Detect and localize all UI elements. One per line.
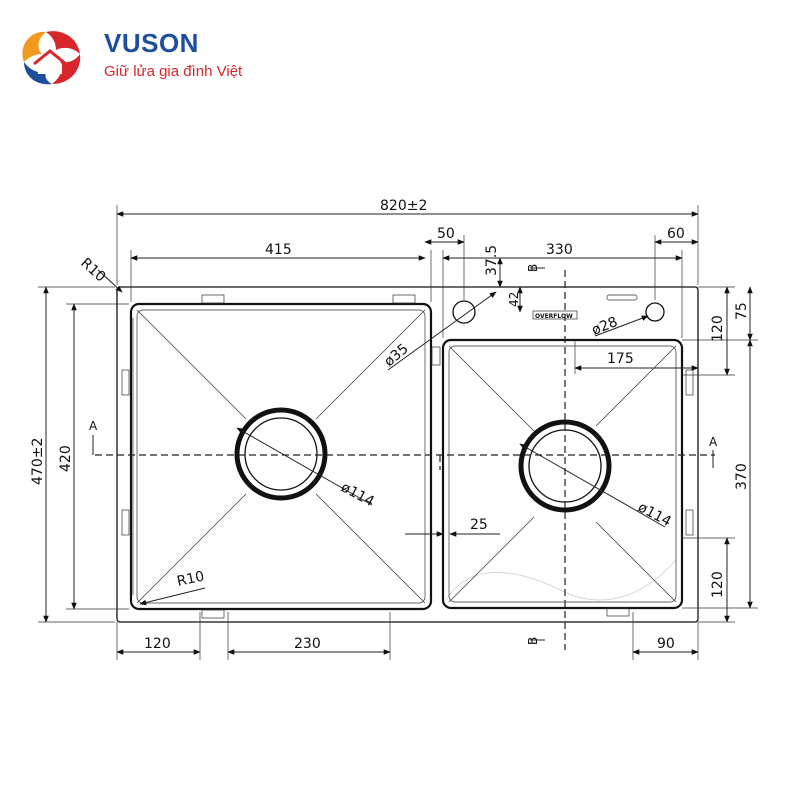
dim-right-tap-to-bowl: 120: [682, 286, 735, 376]
overflow-slot: [606, 294, 638, 301]
left-bowl: [129, 302, 433, 611]
brand-slogan: Giữ lửa gia đình Việt: [104, 63, 243, 80]
svg-text:60: 60: [667, 226, 685, 242]
overflow-label: OVERFLOW: [535, 313, 573, 320]
dim-divider: 25: [405, 517, 500, 537]
dim-corner-radius-top: R10: [77, 255, 123, 293]
dim-tap-hole-right: ø28: [590, 314, 649, 339]
dim-left-drain-x: 120: [116, 612, 201, 660]
svg-text:175: 175: [607, 351, 634, 367]
brand-header: VUSON Giữ lửa gia đình Việt: [16, 22, 256, 92]
section-b-marker-bottom: B: [526, 637, 540, 645]
dim-left-bowl-height: 420: [58, 303, 129, 610]
svg-text:120: 120: [710, 315, 726, 342]
brand-name: VUSON: [104, 28, 199, 58]
svg-text:90: 90: [657, 636, 675, 652]
dim-tap-offset-right: 60: [654, 226, 699, 300]
svg-text:ø28: ø28: [590, 314, 620, 339]
dim-right-bowl-top-offset: 75: [734, 286, 758, 341]
dim-right-drain-offset: 175: [574, 340, 699, 374]
dim-overall-height: 470±2: [30, 286, 115, 623]
label-drain-right: ø114: [635, 499, 674, 530]
svg-text:420: 420: [58, 445, 74, 472]
section-a-marker-left: A: [89, 419, 98, 433]
dim-right-drain-y: 120: [682, 537, 735, 623]
svg-text:25: 25: [470, 517, 488, 533]
svg-text:75: 75: [734, 302, 750, 320]
svg-text:R10: R10: [77, 255, 108, 285]
tap-hole-right: [645, 302, 665, 322]
svg-text:820±2: 820±2: [380, 198, 427, 214]
svg-text:120: 120: [710, 571, 726, 598]
svg-text:37.5: 37.5: [484, 245, 500, 276]
svg-text:415: 415: [265, 242, 292, 258]
svg-text:370: 370: [734, 463, 750, 490]
svg-text:470±2: 470±2: [30, 438, 46, 485]
section-a-marker-right: A: [709, 435, 718, 449]
dim-left-bowl-width: 415: [130, 242, 432, 302]
flame-house-logo-icon: [22, 31, 81, 85]
tap-hole-left: [452, 300, 476, 324]
svg-text:120: 120: [144, 636, 171, 652]
dim-right-bowl-height: 370: [682, 339, 758, 609]
dim-tap-offset-left: 50: [424, 226, 465, 300]
right-bowl: [441, 338, 684, 610]
dim-right-bottom-margin: 90: [632, 612, 699, 660]
svg-text:230: 230: [294, 636, 321, 652]
left-drain: [234, 407, 373, 506]
svg-text:50: 50: [437, 226, 455, 242]
dim-overflow-offset: 42: [507, 286, 523, 313]
svg-text:ø35: ø35: [381, 341, 412, 370]
dim-right-bowl-width: 330: [442, 242, 683, 338]
svg-text:330: 330: [546, 242, 573, 258]
dim-corner-radius-bottom: R10: [139, 569, 206, 606]
dim-overall-width: 820±2: [116, 198, 699, 285]
svg-text:42: 42: [507, 292, 521, 307]
label-drain-left: ø114: [338, 479, 377, 510]
dim-tap-offset-top: 37.5: [478, 245, 505, 288]
svg-text:R10: R10: [176, 569, 206, 590]
dim-left-drain-spacing: 230: [227, 612, 391, 660]
